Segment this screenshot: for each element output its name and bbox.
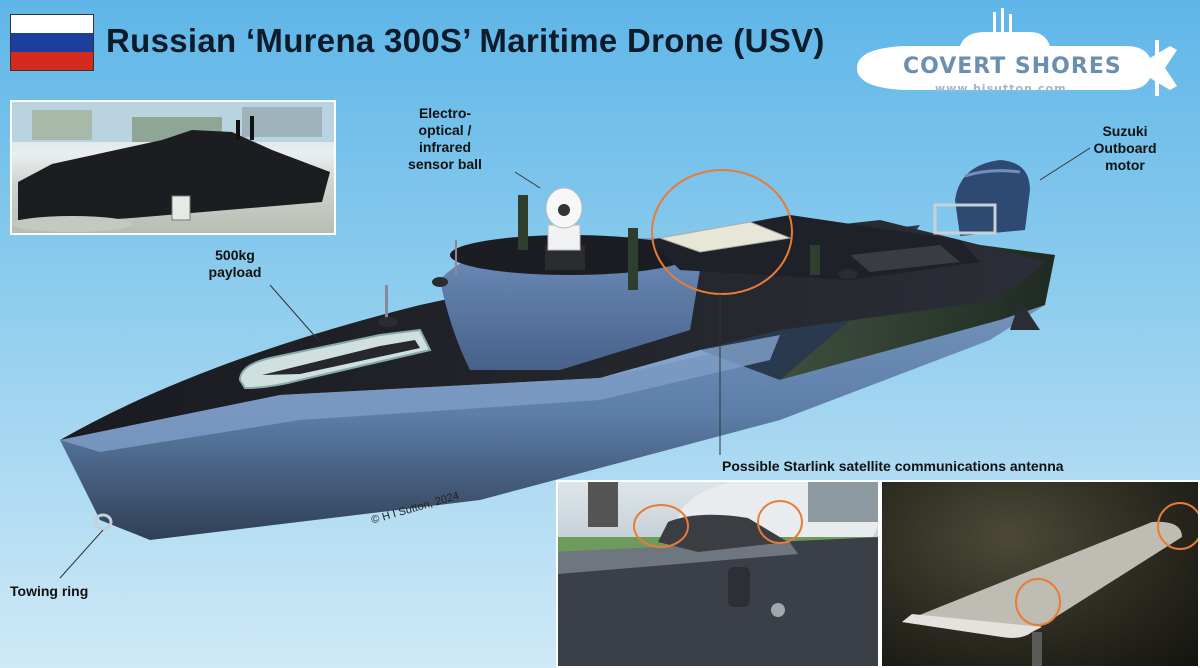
logo-name: COVERT SHORES: [903, 54, 1122, 79]
flag-stripe-red: [11, 51, 93, 70]
label-payload: 500kg payload: [208, 247, 262, 280]
starlink-panel: [658, 221, 792, 253]
antenna-closeup-photo: [556, 480, 880, 668]
page-title: Russian ‘Murena 300S’ Maritime Drone (US…: [106, 22, 825, 59]
russian-flag: [10, 14, 94, 71]
flag-stripe-blue: [11, 33, 93, 52]
towing-ring: [93, 513, 113, 531]
outboard-motor: [933, 160, 1040, 330]
flag-stripe-white: [11, 15, 93, 34]
starlink-dish-photo: [880, 480, 1200, 668]
label-outboard-motor: Suzuki Outboard motor: [1093, 123, 1157, 173]
submarine-logo-icon: [857, 8, 1177, 96]
boat-photo: [10, 100, 336, 235]
label-starlink: Possible Starlink satellite communicatio…: [722, 458, 1064, 474]
logo-url: www.hisutton.com: [935, 82, 1067, 95]
covert-shores-logo: COVERT SHORES www.hisutton.com: [845, 6, 1195, 106]
label-towing-ring: Towing ring: [10, 583, 89, 599]
label-eo-ir-sensor: Electro- optical / infrared sensor ball: [408, 105, 482, 172]
eo-ir-sensor-ball: [545, 187, 585, 270]
starlink-highlight-circle: [651, 169, 793, 295]
